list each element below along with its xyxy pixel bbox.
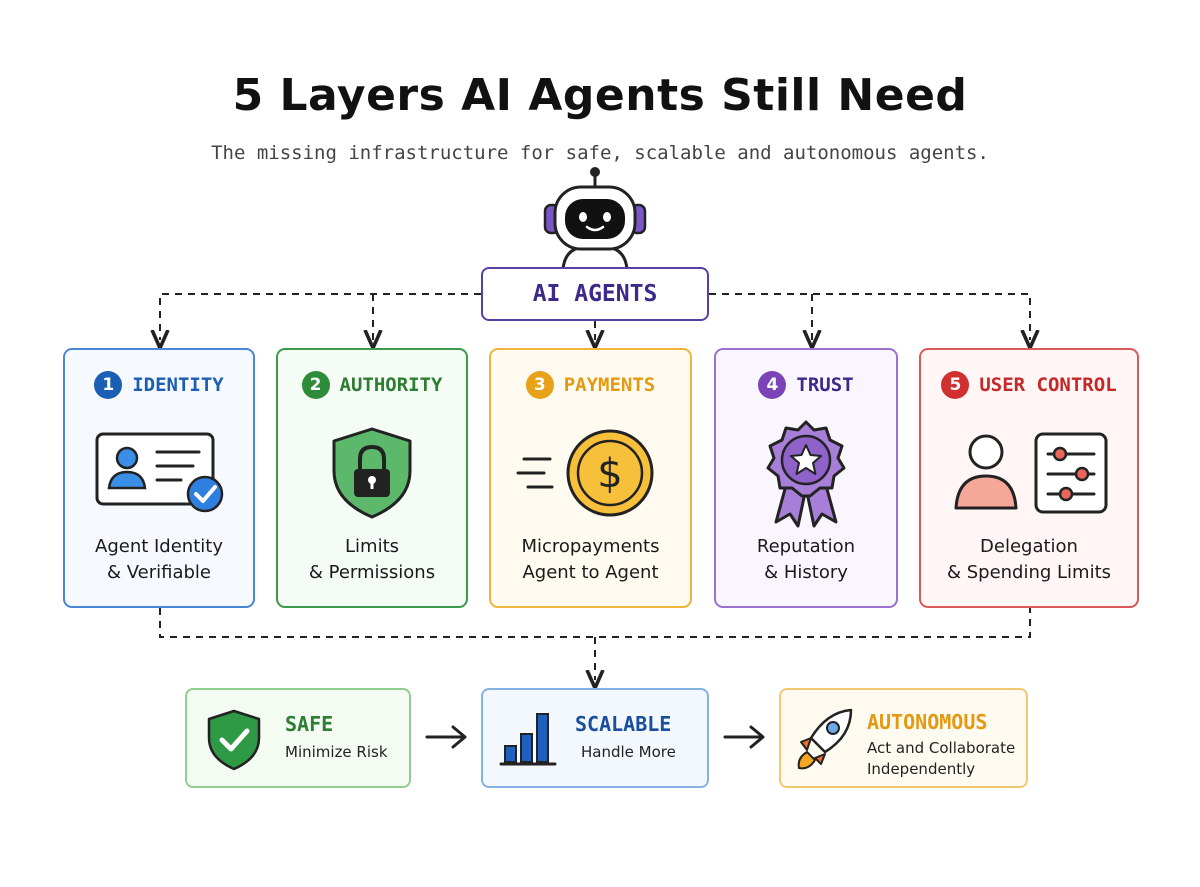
outcome-title: SAFE (285, 712, 334, 736)
user-sliders-icon (954, 432, 1108, 514)
svg-text:$: $ (597, 451, 622, 497)
star-ribbon-icon (766, 420, 846, 528)
rocket-icon (797, 708, 853, 770)
outcome-subtitle: Minimize Risk (285, 743, 388, 761)
layer-description: Delegation& Spending Limits (946, 536, 1112, 583)
layer-card-identity: 1 IDENTITY Agent Identity& Verifiable (63, 348, 255, 608)
layer-description: Limits& Permissions (308, 536, 436, 583)
arrow-right-icon (425, 725, 467, 749)
arrow-right-icon (723, 725, 765, 749)
shield-check-icon (207, 709, 261, 771)
layer-description: Reputation& History (756, 536, 856, 583)
bar-chart-icon (499, 713, 557, 766)
layer-title: TRUST (796, 374, 854, 396)
layer-card-trust: 4 TRUST Reputation& History (714, 348, 898, 608)
layer-description: Agent Identity& Verifiable (95, 536, 223, 583)
layer-number: 4 (758, 371, 787, 399)
page-title: 5 Layers AI Agents Still Need (232, 70, 968, 121)
layer-title: AUTHORITY (339, 374, 443, 396)
layer-title: PAYMENTS (563, 374, 656, 396)
outcome-scalable: SCALABLE Handle More (481, 688, 709, 788)
layer-number: 5 (941, 371, 970, 399)
layer-card-authority: 2 AUTHORITY Limits& Permissions (276, 348, 468, 608)
layer-card-user-control: 5 USER CONTROL Delegation& Spending Limi… (919, 348, 1139, 608)
outcome-safe: SAFE Minimize Risk (185, 688, 411, 788)
robot-icon (543, 167, 647, 269)
layer-number: 1 (94, 371, 123, 399)
layer-number: 2 (301, 371, 330, 399)
ai-agents-hub: AI AGENTS (481, 267, 709, 321)
id-card-verified-icon (95, 432, 224, 513)
layer-title: IDENTITY (132, 374, 224, 396)
outcome-subtitle: Handle More (581, 743, 676, 761)
outcome-title: AUTONOMOUS (867, 710, 988, 734)
layer-title: USER CONTROL (979, 374, 1117, 396)
layer-number: 3 (525, 371, 554, 399)
page-subtitle: The missing infrastructure for safe, sca… (211, 142, 989, 164)
outcome-title: SCALABLE (575, 712, 672, 736)
shield-lock-icon (332, 427, 412, 519)
dollar-coin-icon: $ (516, 429, 653, 517)
